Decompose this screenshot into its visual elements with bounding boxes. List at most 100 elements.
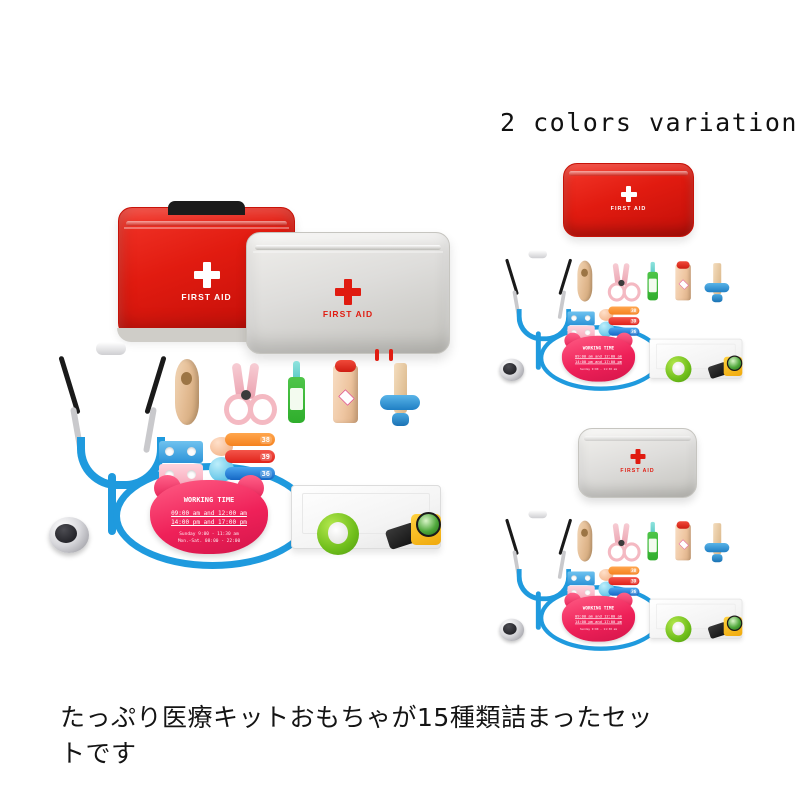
pink-scissors-tool (224, 362, 277, 425)
product-description-caption: たっぷり医療キットおもちゃが15種類詰まったセッ トです (60, 700, 760, 771)
hammer-handle (713, 523, 722, 555)
thermometer-value: 38 (629, 308, 638, 314)
thermometer-value: 36 (629, 589, 638, 595)
zipper-pull (375, 349, 379, 361)
working-time-card-bear: WORKING TIME 09:00 am and 12:00 am 14:00… (561, 332, 636, 382)
reflex-hammer-tool (704, 263, 730, 303)
tray-slot (584, 329, 591, 336)
working-time-line3: Sunday 9:00 - 11:30 am (579, 627, 617, 632)
tray-slot (187, 447, 196, 456)
bottle-label (648, 278, 657, 293)
green-tape-roll (317, 513, 359, 555)
stethoscope-chest-piece (499, 358, 525, 381)
caption-line-2: トです (60, 738, 137, 768)
green-tape-roll (665, 616, 692, 643)
stethoscope-ear-tube-right (144, 355, 167, 415)
scissors-pivot (618, 279, 625, 287)
thermometer-strip-39: 39 (225, 450, 275, 463)
working-time-line1: 09:00 am and 12:00 am (171, 510, 247, 517)
stethoscope-main-tube (535, 591, 541, 630)
bag-handle (168, 201, 245, 215)
bottle-label (648, 538, 657, 553)
tape-core (327, 522, 349, 545)
thermometer-strip-38: 38 (225, 433, 275, 446)
first-aid-bag-red-variant: FIRST AID (563, 163, 694, 237)
otoscope-tool (384, 510, 443, 554)
working-time-title: WORKING TIME (582, 605, 615, 611)
working-time-line2: 14:00 pm and 17:00 pm (574, 359, 622, 365)
pill-tray-blue (159, 441, 203, 463)
hammer-foot (392, 413, 409, 426)
pink-scissors-tool (607, 522, 641, 562)
hammer-foot (711, 294, 723, 303)
thermometer-value: 36 (629, 329, 638, 335)
working-time-card-bear: WORKING TIME 09:00 am and 12:00 am 14:00… (150, 475, 268, 554)
stethoscope-ear-tube-right (558, 518, 573, 556)
otoscope-tool (707, 354, 744, 381)
bag-brand-label: FIRST AID (181, 292, 232, 302)
wooden-tweezers-tool (577, 260, 593, 302)
working-time-line4: Mon.-Sat. 08:00 - 22:00 (177, 539, 241, 544)
stethoscope-main-tube (108, 473, 116, 535)
bandage-emblem (338, 389, 355, 406)
first-aid-bag-grey-variant: FIRST AID (578, 428, 697, 498)
hammer-head (704, 543, 730, 553)
bag-zipper-line (253, 251, 443, 253)
working-time-card-bear: WORKING TIME 09:00 am and 12:00 am 14:00… (561, 592, 636, 642)
thermometer-value: 38 (629, 568, 638, 574)
stethoscope-yoke (77, 437, 165, 489)
bandage-roll-tool (675, 261, 691, 301)
bag-zipper (255, 245, 441, 250)
bag-brand-label: FIRST AID (610, 206, 647, 212)
working-time-title: WORKING TIME (183, 496, 235, 504)
white-cross-icon (193, 262, 220, 288)
bag-brand-label: FIRST AID (620, 468, 655, 474)
reflex-hammer-tool (704, 523, 730, 563)
stethoscope-chest-piece (49, 517, 89, 553)
medicine-bottle-tool (647, 261, 658, 301)
scissors-pivot (618, 539, 625, 547)
thermometer-strip-38: 38 (608, 306, 640, 315)
bag-brand-label: FIRST AID (322, 309, 374, 319)
thermometer-value: 39 (259, 452, 272, 461)
tray-slot (584, 589, 591, 596)
tray-slot (584, 315, 591, 321)
bag-zipper (569, 171, 688, 177)
wooden-tweezers-tool (175, 359, 199, 425)
first-aid-bag-grey-main: FIRST AID (246, 232, 450, 361)
stethoscope-ear-tube-left (58, 355, 81, 415)
thermometer-strip-36: 36 (608, 327, 640, 336)
bag-zipper (583, 435, 692, 441)
stethoscope-headset-hub (96, 342, 126, 355)
caption-line-1: たっぷり医療キットおもちゃが15種類詰まったセッ (60, 703, 653, 732)
zipper-pull (389, 349, 393, 361)
green-tape-roll (665, 356, 692, 383)
scissors-pivot (241, 390, 251, 400)
working-time-line1: 09:00 am and 12:00 am (574, 614, 622, 619)
tray-slot (165, 470, 174, 479)
bandage-cap (335, 360, 356, 372)
thermometer-strip-36: 36 (608, 587, 640, 596)
bandage-emblem (678, 539, 689, 550)
thermometer-value: 38 (259, 435, 272, 444)
tape-core (672, 621, 685, 636)
thermometer-strip-38: 38 (608, 566, 640, 575)
stethoscope (499, 250, 608, 385)
otoscope-lens (726, 615, 743, 632)
tray-slot (571, 329, 577, 336)
thermometer-strip-39: 39 (608, 317, 640, 326)
thermometer-strip-39: 39 (608, 577, 640, 586)
stethoscope-ear-tube-left (505, 518, 519, 556)
bear-face-card (561, 335, 636, 382)
working-time-line2: 14:00 pm and 17:00 pm (574, 619, 622, 625)
medical-kit-layout-main: 38 39 36 WORKING TIME 09:00 am and 12:00 (49, 342, 441, 575)
bottle-neck (650, 521, 655, 535)
scissors-ring-right (248, 394, 277, 425)
hammer-handle (713, 263, 722, 295)
red-cross-icon (630, 449, 645, 464)
working-time-line3: Sunday 9:00 - 11:30 am (179, 532, 239, 537)
bandage-cap (676, 521, 690, 529)
stethoscope-ear-tube-left (505, 258, 519, 296)
medicine-jar-peach (599, 569, 614, 581)
red-cross-icon (335, 279, 361, 305)
